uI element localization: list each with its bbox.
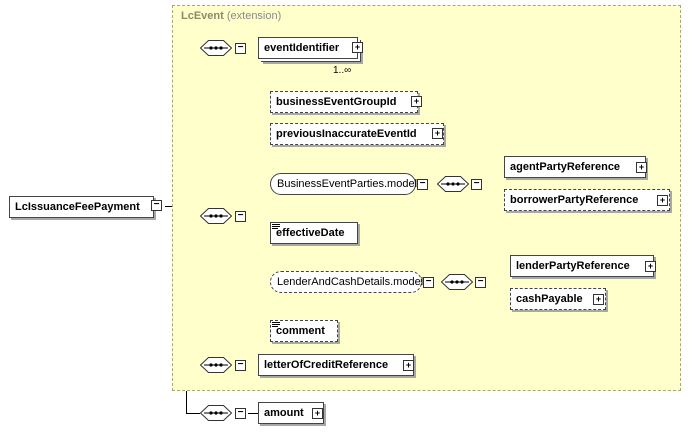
sequence-compositor-icon[interactable] — [200, 357, 232, 373]
expand-icon[interactable]: + — [312, 408, 323, 419]
expand-icon[interactable]: + — [411, 96, 422, 107]
element-borrower-party-reference[interactable]: borrowerPartyReference — [504, 189, 670, 211]
expand-icon[interactable]: + — [432, 128, 443, 139]
collapse-icon[interactable]: − — [423, 277, 434, 288]
element-label: lenderPartyReference — [516, 260, 630, 272]
expand-icon[interactable]: + — [352, 42, 363, 53]
collapse-icon[interactable]: − — [151, 200, 162, 211]
group-business-event-parties-model[interactable]: BusinessEventParties.model — [270, 173, 418, 195]
element-label: eventIdentifier — [264, 42, 340, 54]
sequence-compositor-icon[interactable] — [200, 208, 232, 224]
collapse-icon[interactable]: − — [235, 211, 246, 222]
sequence-compositor-icon[interactable] — [441, 274, 473, 290]
group-label: LenderAndCashDetails.model — [277, 276, 424, 288]
element-cash-payable[interactable]: cashPayable — [510, 288, 606, 310]
element-agent-party-reference[interactable]: agentPartyReference — [504, 156, 646, 178]
expand-icon[interactable]: + — [403, 360, 414, 371]
element-letter-of-credit-reference[interactable]: letterOfCreditReference — [258, 354, 414, 376]
expand-icon[interactable]: + — [657, 195, 668, 206]
element-amount[interactable]: amount — [258, 402, 324, 424]
simple-content-icon — [272, 224, 280, 229]
simple-content-icon — [272, 322, 280, 327]
extension-title: LcEvent (extension) — [181, 10, 281, 22]
element-label: comment — [276, 325, 325, 337]
group-label: BusinessEventParties.model — [277, 178, 418, 190]
element-label: borrowerPartyReference — [510, 194, 639, 206]
expand-icon[interactable]: + — [645, 261, 656, 272]
collapse-icon[interactable]: − — [235, 360, 246, 371]
element-label: amount — [264, 407, 304, 419]
expand-icon[interactable]: + — [593, 294, 604, 305]
element-lender-party-reference[interactable]: lenderPartyReference — [510, 255, 654, 277]
occurrence-label: 1..∞ — [333, 65, 352, 76]
root-element[interactable]: LcIssuanceFeePayment — [9, 196, 154, 218]
element-business-event-group-id[interactable]: businessEventGroupId — [270, 91, 418, 113]
collapse-icon[interactable]: − — [471, 179, 482, 190]
collapse-icon[interactable]: − — [235, 43, 246, 54]
collapse-icon[interactable]: − — [235, 408, 246, 419]
element-effective-date[interactable]: effectiveDate — [270, 222, 358, 244]
extension-kind: (extension) — [226, 10, 282, 22]
sequence-compositor-icon[interactable] — [200, 40, 232, 56]
group-lender-and-cash-details-model[interactable]: LenderAndCashDetails.model — [270, 271, 424, 293]
sequence-compositor-icon[interactable] — [200, 405, 232, 421]
element-event-identifier[interactable]: eventIdentifier — [258, 37, 358, 59]
element-label: agentPartyReference — [510, 161, 621, 173]
root-element-label: LcIssuanceFeePayment — [15, 201, 140, 213]
element-previous-inaccurate-event-id[interactable]: previousInaccurateEventId — [270, 123, 444, 145]
element-label: previousInaccurateEventId — [276, 128, 417, 140]
element-label: effectiveDate — [276, 227, 345, 239]
element-label: businessEventGroupId — [276, 96, 397, 108]
element-label: letterOfCreditReference — [264, 359, 389, 371]
collapse-icon[interactable]: − — [475, 277, 486, 288]
element-label: cashPayable — [516, 293, 583, 305]
sequence-compositor-icon[interactable] — [437, 176, 469, 192]
extension-base: LcEvent — [181, 10, 224, 22]
element-comment[interactable]: comment — [270, 320, 338, 342]
collapse-icon[interactable]: − — [417, 179, 428, 190]
expand-icon[interactable]: + — [636, 162, 647, 173]
